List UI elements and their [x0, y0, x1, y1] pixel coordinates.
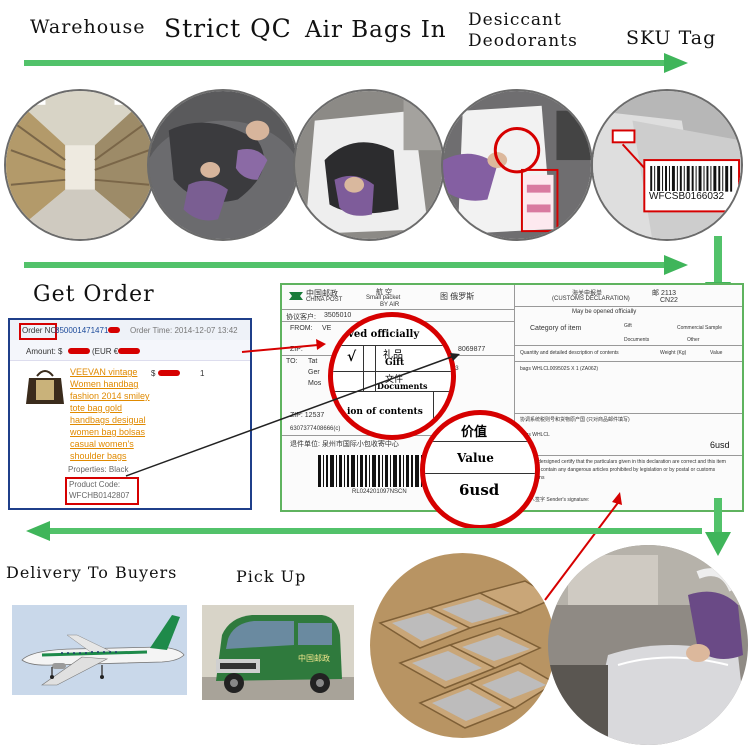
to-line-2: Ger: [308, 369, 320, 376]
product-title-line[interactable]: Women handbag: [70, 379, 139, 389]
documents-label: Documents: [624, 337, 650, 343]
zoom-officially: Ved officially: [347, 329, 420, 340]
amount-eur: (EUR €: [92, 347, 119, 356]
photo-warehouse: [4, 89, 156, 241]
zoom-doc-cn: 文件: [385, 375, 404, 385]
top-flow-arrow: [24, 53, 688, 73]
phone-value: 8069877: [458, 346, 486, 353]
to-line-1: Tat: [308, 358, 318, 365]
photo-packing-bag: [548, 545, 748, 745]
protocol-no: 3505010: [324, 312, 352, 319]
price-prefix: $: [151, 369, 156, 378]
zoom-gift: Gift: [385, 358, 405, 368]
order-time: Order Time: 2014-12-07 13:42: [130, 326, 238, 335]
value-label: Value: [710, 350, 723, 356]
step-air-bags-label: Air Bags In: [305, 17, 447, 43]
zoom-doc: Documents: [377, 381, 428, 391]
quantity-value: 1: [200, 369, 205, 378]
product-title-line[interactable]: shoulder bags: [70, 451, 127, 461]
zoom-value-cn: 价值: [461, 425, 488, 440]
product-code-value: WFCHB0142807: [69, 491, 130, 500]
delivery-heading: Delivery To Buyers: [6, 563, 178, 582]
handbag-thumbnail: [26, 370, 64, 404]
declaration-header-en: (CUSTOMS DECLARATION): [552, 296, 630, 302]
pick-up-heading: Pick Up: [236, 567, 307, 586]
step-sku-tag-label: SKU Tag: [626, 27, 717, 49]
photo-sku-tag: [591, 89, 743, 241]
to-line-3: Mos: [308, 380, 322, 387]
order-no-label: Order NO:: [22, 326, 59, 335]
zoom-check: √: [347, 349, 357, 365]
product-title[interactable]: VEEVAN vintage Women handbag fashion 201…: [70, 366, 160, 462]
may-be-opened: May be opened officially: [572, 309, 637, 315]
declaration-header-cn: 海关申报单: [572, 291, 603, 297]
get-order-heading: Get Order: [33, 282, 155, 307]
value-small: 6usd: [710, 440, 730, 450]
zoom-gift-cn: 礼品: [383, 350, 403, 361]
product-title-line[interactable]: VEEVAN vintage: [70, 367, 138, 377]
order-panel: Order NO: 850001471471 Order Time: 2014-…: [8, 318, 252, 510]
step-strict-qc-label: Strict QC: [164, 14, 292, 43]
cn22-label: CN22: [660, 297, 678, 304]
properties-text: Properties: Black: [68, 465, 129, 474]
bags-line: bags WHLCL009502S X 1 (ZA062): [520, 366, 599, 372]
other-label: Other: [687, 337, 700, 343]
air-cn: 航 空: [376, 289, 392, 296]
photo-air-bags: [293, 89, 445, 241]
van-side-text: 中国邮政: [298, 654, 330, 663]
photo-desiccant: [441, 89, 593, 241]
destination: 图 俄罗斯: [440, 292, 475, 301]
hs-code-line: 协调系统税则号和货物原产国 (只对商品邮件填写): [520, 417, 630, 423]
weight-label: Weight (Kg): [660, 350, 687, 356]
from-value: VE: [322, 325, 332, 332]
bags-item: bags WHLCL: [520, 432, 550, 438]
zoom-category-circle: Ved officially √ 礼品 Gift 文件 Documents io…: [328, 312, 456, 440]
gift-label: Gift: [624, 323, 632, 329]
zoom-value: Value: [457, 451, 494, 465]
step-desiccant-label: Desiccant: [468, 10, 562, 30]
product-title-line[interactable]: tote bag gold: [70, 403, 123, 413]
category-label: Category of item: [530, 325, 582, 332]
zoom-value-circle: 价值 Value 6usd: [420, 410, 540, 530]
product-title-line[interactable]: fashion 2014 smiley: [70, 391, 150, 401]
middle-flow-arrow: [24, 255, 688, 275]
down-arrow-bottom-right: [705, 498, 731, 556]
from-label: FROM:: [290, 325, 313, 332]
small-packet-en: Small packet: [366, 295, 401, 301]
step-deodorants-label: Deodorants: [468, 31, 578, 51]
product-code-label: Product Code:: [69, 480, 121, 489]
zoom-contents: ion of contents: [347, 407, 423, 417]
postal-van-photo: 中国邮政: [202, 605, 354, 700]
photo-strict-qc: [147, 89, 299, 241]
zoom-usd: 6usd: [459, 481, 500, 499]
by-air-en: BY AIR: [380, 302, 400, 308]
tracking-number: 6307377408666(c): [290, 426, 341, 432]
airplane-photo: [12, 605, 187, 695]
barcode-number: RL024201097NSCN: [352, 489, 407, 495]
quantity-desc-label: Quantity and detailed description of con…: [520, 350, 619, 356]
amount-label: Amount: $: [26, 347, 63, 356]
china-post-cn: 中国邮政: [306, 289, 338, 298]
return-unit: 退件单位: 泉州市国际小包收寄中心: [290, 441, 399, 448]
to-label: TO:: [286, 358, 298, 365]
china-post-en: CHINA POST: [306, 297, 343, 303]
order-no-value: 850001471471: [55, 326, 109, 335]
bottom-flow-arrow: [26, 521, 702, 541]
photo-packed-boxes: [370, 553, 555, 738]
zip-label: ZIP:: [290, 346, 303, 353]
product-title-line[interactable]: casual women's: [70, 439, 134, 449]
step-warehouse-label: Warehouse: [30, 16, 146, 38]
protocol-label: 协议客户:: [286, 314, 316, 321]
product-title-line[interactable]: handbags desigual: [70, 415, 146, 425]
commercial-sample-label: Commercial Sample: [677, 325, 723, 331]
product-title-line[interactable]: women bag bolsas: [70, 427, 146, 437]
sku-code-text: WFCSB0166032: [648, 191, 726, 202]
post-code: 邮 2113: [652, 290, 676, 297]
sender-signature: 寄件人签字 Sender's signature:: [520, 497, 590, 503]
zip-to-label: ZIP: 12537: [290, 412, 325, 419]
china-post-logo-icon: [289, 292, 303, 300]
